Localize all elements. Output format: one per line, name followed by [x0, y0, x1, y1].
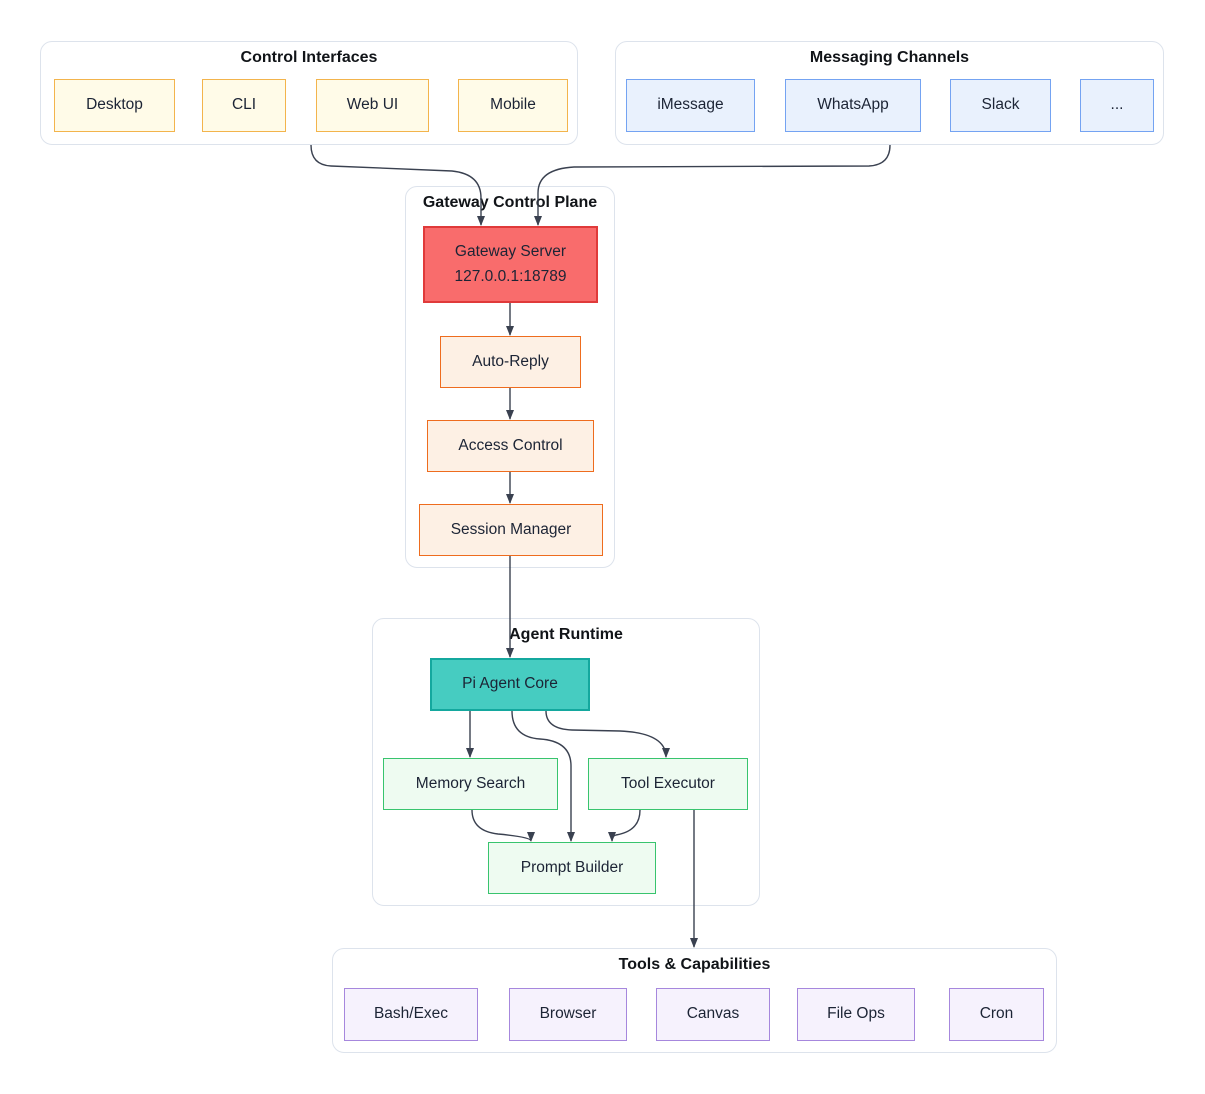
node-slack-label: Slack: [981, 96, 1020, 114]
node-access-control: Access Control: [427, 420, 594, 472]
node-memory-search: Memory Search: [383, 758, 558, 810]
node-prompt-builder: Prompt Builder: [488, 842, 656, 894]
node-access-control-label: Access Control: [458, 436, 563, 454]
node-tool-executor: Tool Executor: [588, 758, 748, 810]
node-desktop: Desktop: [54, 79, 175, 132]
node-web-ui: Web UI: [316, 79, 429, 132]
node-mobile: Mobile: [458, 79, 568, 132]
node-pi-agent-core-label: Pi Agent Core: [462, 675, 558, 693]
node-whatsapp-label: WhatsApp: [817, 96, 889, 114]
node-memory-search-label: Memory Search: [415, 774, 526, 792]
node-browser-label: Browser: [539, 1005, 597, 1023]
node-canvas-label: Canvas: [686, 1005, 740, 1023]
node-slack: Slack: [950, 79, 1051, 132]
group-messaging-channels: Messaging Channels: [615, 41, 1164, 145]
node-browser: Browser: [509, 988, 627, 1041]
node-cli-label: CLI: [231, 96, 257, 114]
group-title-control-interfaces: Control Interfaces: [240, 49, 378, 66]
node-file-ops-label: File Ops: [827, 1005, 885, 1023]
node-imessage-label: iMessage: [657, 96, 724, 114]
node-web-ui-label: Web UI: [346, 96, 399, 114]
node-bash-exec: Bash/Exec: [344, 988, 478, 1041]
node-mobile-label: Mobile: [490, 96, 536, 114]
node-cron: Cron: [949, 988, 1044, 1041]
node-canvas: Canvas: [656, 988, 770, 1041]
group-title-tools-capabilities: Tools & Capabilities: [618, 956, 771, 973]
node-tool-executor-label: Tool Executor: [621, 774, 715, 792]
node-session-manager-label: Session Manager: [450, 520, 572, 538]
node-cron-label: Cron: [979, 1005, 1014, 1023]
group-title-messaging-channels: Messaging Channels: [809, 49, 970, 66]
node-whatsapp: WhatsApp: [785, 79, 921, 132]
node-pi-agent-core: Pi Agent Core: [430, 658, 590, 711]
node-more-channels: ...: [1080, 79, 1154, 132]
group-title-agent-runtime: Agent Runtime: [509, 626, 623, 643]
node-prompt-builder-label: Prompt Builder: [520, 858, 624, 876]
node-auto-reply-label: Auto-Reply: [472, 352, 549, 370]
node-session-manager: Session Manager: [419, 504, 603, 556]
group-agent-runtime: Agent Runtime: [372, 618, 760, 906]
node-gateway-server-address: 127.0.0.1:18789: [454, 267, 567, 285]
node-gateway-server: Gateway Server 127.0.0.1:18789: [423, 226, 598, 303]
node-imessage: iMessage: [626, 79, 755, 132]
node-gateway-server-label: Gateway Server: [454, 243, 567, 261]
node-more-channels-label: ...: [1110, 96, 1124, 114]
group-tools-capabilities: Tools & Capabilities: [332, 948, 1057, 1053]
node-file-ops: File Ops: [797, 988, 915, 1041]
group-title-gateway-control-plane: Gateway Control Plane: [422, 194, 598, 211]
group-control-interfaces: Control Interfaces: [40, 41, 578, 145]
node-bash-exec-label: Bash/Exec: [373, 1005, 449, 1023]
node-desktop-label: Desktop: [86, 96, 143, 114]
node-auto-reply: Auto-Reply: [440, 336, 581, 388]
node-cli: CLI: [202, 79, 286, 132]
